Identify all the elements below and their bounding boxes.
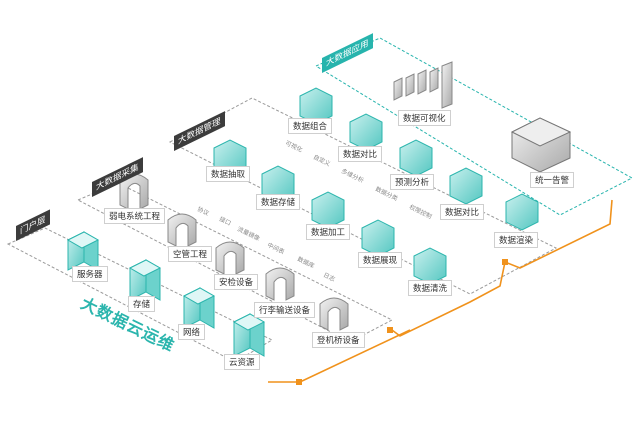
clean-label: 数据清洗 (408, 280, 453, 296)
orange-node (502, 259, 508, 265)
network-cube-icon (182, 287, 216, 329)
baggage-arch-icon (265, 267, 295, 301)
bridge-arch-icon (319, 297, 349, 331)
combine-node-icon (299, 87, 333, 125)
visual-label: 数据可视化 (398, 110, 451, 126)
render-label: 数据渲染 (494, 232, 539, 248)
cloud-cube-icon (232, 313, 266, 357)
predict-node-icon (399, 139, 433, 177)
orange-link-2 (391, 261, 506, 337)
compare-label: 数据对比 (338, 146, 383, 162)
predict-label: 预测分析 (390, 174, 435, 190)
weak-label: 弱电系统工程 (104, 208, 166, 224)
alert-label: 统一告警 (530, 172, 575, 188)
clean-node-icon (413, 247, 447, 285)
bridge-label: 登机桥设备 (312, 332, 365, 348)
layer-iaas-outline (6, 227, 274, 363)
extract-label: 数据抽取 (206, 166, 251, 182)
network-label: 网络 (178, 324, 206, 340)
ac-arch-icon (167, 213, 197, 247)
storage-cube-icon (128, 259, 162, 301)
bar-chart-icon (393, 61, 453, 109)
show-label: 数据展现 (358, 252, 403, 268)
process-label: 数据加工 (306, 224, 351, 240)
baggage-label: 行李输送设备 (254, 302, 316, 318)
ac-label: 空管工程 (168, 246, 213, 262)
orange-node (296, 379, 302, 385)
compare-node-icon (349, 113, 383, 151)
security-label: 安检设备 (214, 274, 259, 290)
orange-node (387, 327, 393, 333)
combine-label: 数据组合 (288, 118, 333, 134)
server-label: 服务器 (72, 266, 108, 282)
cloud-label: 云资源 (224, 354, 260, 370)
store-label: 数据存储 (256, 194, 301, 210)
security-arch-icon (215, 241, 245, 275)
compare2-label: 数据对比 (440, 204, 485, 220)
server-cube-icon (66, 231, 100, 271)
orange-link-3 (504, 199, 613, 269)
compare2-node-icon (449, 167, 483, 205)
render-node-icon (505, 193, 539, 231)
storage-label: 存储 (128, 296, 156, 312)
show-node-icon (361, 219, 395, 257)
alert-blocks-icon (510, 117, 572, 173)
process-node-icon (311, 191, 345, 229)
